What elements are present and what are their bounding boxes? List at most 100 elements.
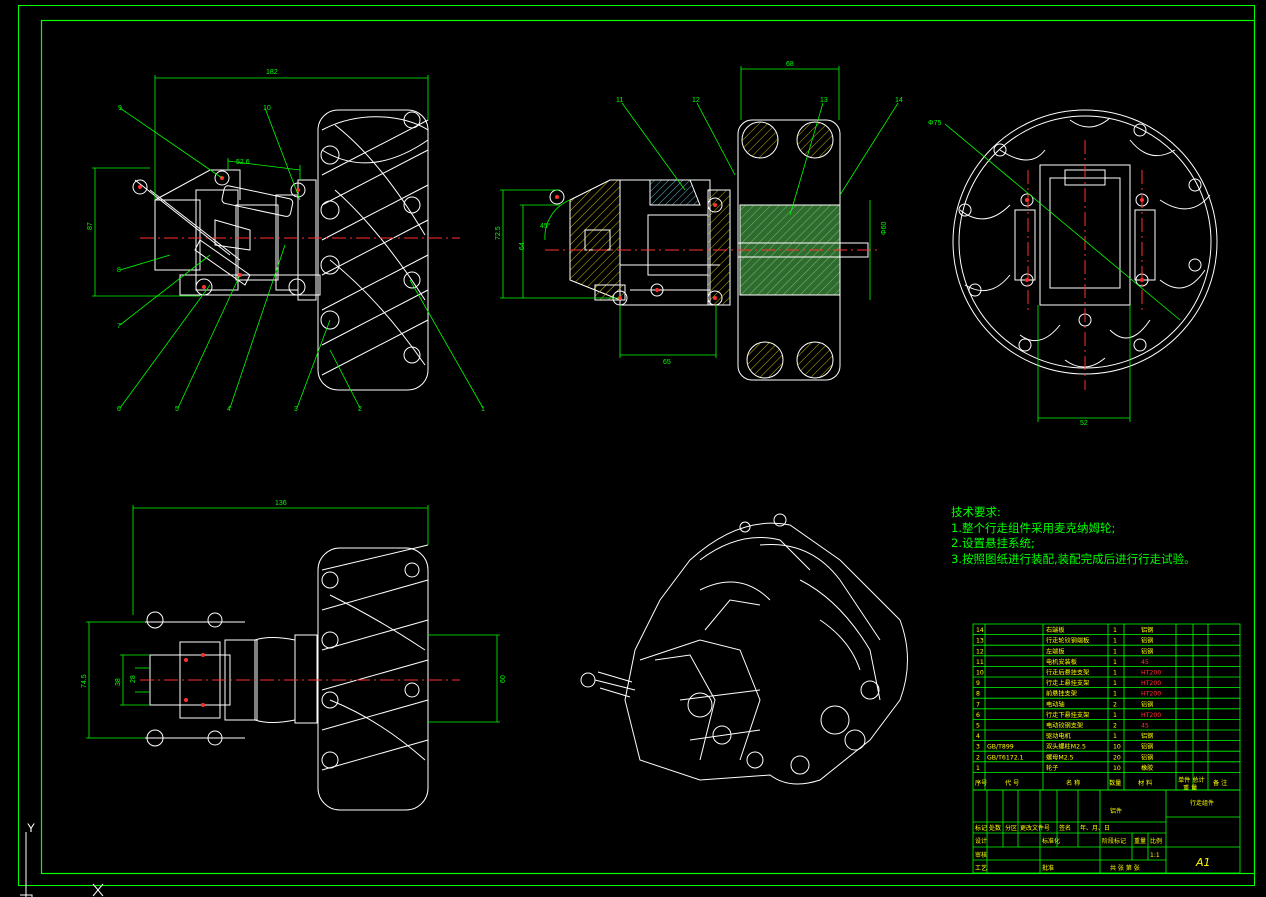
parts-row-qty: 1 xyxy=(1113,648,1117,655)
svg-text:14: 14 xyxy=(895,97,903,104)
parts-row-name: 双头螺柱M2.5 xyxy=(1046,743,1086,751)
ucs-axis-icon xyxy=(20,832,104,897)
parts-row-name: 前悬挂支架 xyxy=(1046,690,1077,698)
svg-text:更改文件号: 更改文件号 xyxy=(1020,824,1050,832)
parts-row-material: 铝钢 xyxy=(1141,743,1153,751)
svg-text:7: 7 xyxy=(117,323,121,330)
plan-view-dim-text: 136 74.5 38 28 60 xyxy=(81,500,507,688)
svg-text:6: 6 xyxy=(117,406,121,413)
parts-row-no: 3 xyxy=(976,744,980,751)
svg-text:13: 13 xyxy=(820,97,828,104)
parts-row-no: 10 xyxy=(976,670,984,677)
plan-view-points xyxy=(184,653,205,707)
inner-frame xyxy=(40,19,1256,875)
parts-row-qty: 10 xyxy=(1113,765,1121,772)
parts-header-remark: 备 注 xyxy=(1213,779,1227,787)
parts-row-no: 1 xyxy=(976,765,980,772)
drawing-name: 行走组件 xyxy=(1190,799,1214,807)
parts-row-name: 行走轮铰钢端板 xyxy=(1046,637,1089,645)
svg-text:工艺: 工艺 xyxy=(975,864,987,872)
parts-row-no: 2 xyxy=(976,754,980,761)
svg-text:65: 65 xyxy=(663,359,671,366)
end-view-points xyxy=(1025,198,1144,282)
svg-text:处数: 处数 xyxy=(989,824,1001,832)
side-view xyxy=(132,109,429,391)
end-view-centerlines xyxy=(1027,140,1143,390)
svg-text:10: 10 xyxy=(263,105,271,112)
parts-row-material: HT200 xyxy=(1141,691,1161,698)
svg-text:4: 4 xyxy=(227,406,231,413)
svg-text:批准: 批准 xyxy=(1042,864,1054,872)
svg-text:60: 60 xyxy=(500,675,507,683)
svg-text:182: 182 xyxy=(266,69,278,76)
parts-row-no: 8 xyxy=(976,691,980,698)
svg-text:8: 8 xyxy=(117,267,121,274)
parts-header-qty: 数量 xyxy=(1109,779,1121,787)
svg-text:45°: 45° xyxy=(540,222,551,230)
svg-text:74.5: 74.5 xyxy=(81,674,88,688)
svg-text:72.5: 72.5 xyxy=(495,226,502,240)
parts-list-table xyxy=(972,623,1241,791)
tech-req-line-2: 2.设置悬挂系统; xyxy=(951,536,1035,550)
parts-row-no: 4 xyxy=(976,733,980,740)
svg-text:52: 52 xyxy=(1080,420,1088,427)
parts-row-qty: 2 xyxy=(1113,701,1117,708)
svg-text:52.6: 52.6 xyxy=(236,159,250,166)
parts-row-no: 12 xyxy=(976,648,984,655)
section-view-dim-text: 68 72.5 64 45° 65 Φ60 11 12 13 14 xyxy=(495,61,903,366)
svg-text:设计: 设计 xyxy=(975,837,987,845)
parts-row-qty: 1 xyxy=(1113,627,1117,634)
svg-text:64: 64 xyxy=(519,242,526,250)
parts-row-qty: 10 xyxy=(1113,744,1121,751)
tech-req-title: 技术要求: xyxy=(951,505,1001,519)
parts-header-code: 代 号 xyxy=(1005,779,1019,787)
parts-row-name: 右端板 xyxy=(1046,626,1065,634)
svg-text:3: 3 xyxy=(294,406,298,413)
parts-row-name: 轮子 xyxy=(1046,764,1058,772)
parts-row-name: 行走上悬挂支架 xyxy=(1046,679,1089,687)
parts-row-material: 铝钢 xyxy=(1141,732,1153,740)
svg-text:12: 12 xyxy=(692,97,700,104)
svg-text:5: 5 xyxy=(175,406,179,413)
parts-row-material: HT200 xyxy=(1141,680,1161,687)
parts-header-no: 序号 xyxy=(975,779,987,787)
end-view-dim-text: Φ75 52 xyxy=(928,120,1088,427)
parts-row-no: 13 xyxy=(976,638,984,645)
isometric-view xyxy=(580,513,908,785)
parts-row-qty: 1 xyxy=(1113,691,1117,698)
parts-row-qty: 1 xyxy=(1113,670,1117,677)
svg-text:11: 11 xyxy=(616,97,623,104)
svg-text:阶段标记: 阶段标记 xyxy=(1102,837,1126,845)
parts-row-material: 铝钢 xyxy=(1141,753,1153,761)
plan-view-dims xyxy=(86,505,500,739)
parts-row-qty: 20 xyxy=(1113,754,1121,761)
svg-text:共 张 第 张: 共 张 第 张 xyxy=(1110,864,1140,872)
parts-header-material: 材 料 xyxy=(1138,779,1152,787)
svg-text:28: 28 xyxy=(130,675,137,683)
plan-view xyxy=(145,544,429,811)
parts-row-no: 5 xyxy=(976,723,980,730)
parts-row-qty: 1 xyxy=(1113,659,1117,666)
parts-row-material: 铝钢 xyxy=(1141,647,1153,655)
parts-row-material: 铝钢 xyxy=(1141,626,1153,634)
parts-row-material: 45 xyxy=(1141,659,1149,666)
parts-row-material: HT200 xyxy=(1141,712,1161,719)
svg-text:重量: 重量 xyxy=(1134,837,1146,845)
parts-row-name: 螺母M2.5 xyxy=(1046,753,1074,761)
parts-row-material: 橡胶 xyxy=(1141,764,1153,772)
section-view-points xyxy=(555,195,717,300)
parts-row-material: HT200 xyxy=(1141,670,1161,677)
svg-text:Φ75: Φ75 xyxy=(928,120,941,127)
svg-text:标准化: 标准化 xyxy=(1042,837,1060,845)
svg-text:2: 2 xyxy=(358,406,362,413)
svg-text:87: 87 xyxy=(87,222,94,230)
sheet-size: A1 xyxy=(1195,856,1211,869)
title-block-text: 铝件 行走组件 标记 处数 分区 更改文件号 签名 年、月、日 设计 标准化 阶… xyxy=(975,799,1214,872)
parts-header-weight: 单件 总计 xyxy=(1178,776,1205,784)
parts-row-code: GB/T899 xyxy=(987,744,1014,751)
parts-row-name: 行走下悬挂支架 xyxy=(1046,711,1089,719)
technical-requirements: 技术要求: 1.整个行走组件采用麦克纳姆轮; 2.设置悬挂系统; 3.按照图纸进… xyxy=(951,505,1196,567)
parts-row-no: 6 xyxy=(976,712,980,719)
material-mark: 铝件 xyxy=(1110,807,1122,815)
